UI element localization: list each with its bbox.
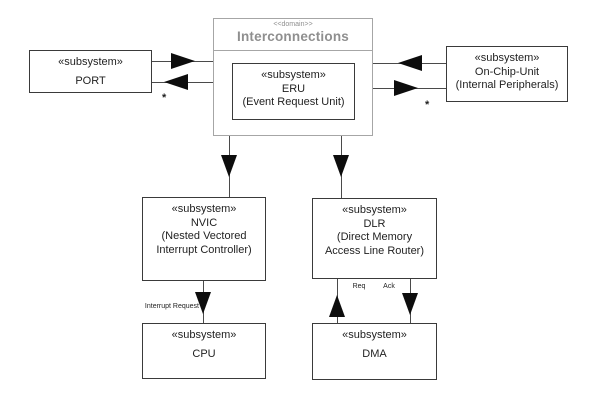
arrowhead-nvic-to-cpu-icon [195, 292, 211, 314]
node-port[interactable]: «subsystem» PORT [29, 50, 152, 93]
node-eru[interactable]: «subsystem» ERU (Event Request Unit) [232, 63, 355, 120]
node-name: DLR [363, 217, 386, 230]
node-detail-line: (Event Request Unit) [242, 96, 345, 108]
node-cpu[interactable]: «subsystem» CPU [142, 323, 266, 379]
node-stereotype: «subsystem» [171, 203, 237, 215]
node-name: CPU [192, 347, 216, 360]
node-name: ERU [281, 82, 306, 95]
node-name: PORT [75, 74, 106, 87]
node-name: DMA [362, 347, 387, 360]
node-stereotype: «subsystem» [474, 52, 540, 64]
arrowhead-interconnections-to-port-icon [164, 74, 188, 90]
label-ack: Ack [383, 283, 395, 290]
node-name: On-Chip-Unit [474, 65, 540, 78]
node-stereotype: «subsystem» [342, 329, 407, 341]
node-nvic[interactable]: «subsystem» NVIC (Nested Vectored Interr… [142, 197, 266, 281]
domain-title: Interconnections [237, 29, 349, 44]
arrowhead-onchip-to-interconnections-icon [398, 55, 422, 71]
arrowhead-interconnections-to-nvic-icon [221, 155, 237, 177]
node-detail-line: Access Line Router) [324, 244, 425, 257]
node-detail-line: (Direct Memory [336, 231, 413, 243]
node-on-chip-unit[interactable]: «subsystem» On-Chip-Unit (Internal Perip… [446, 46, 568, 102]
node-stereotype: «subsystem» [58, 56, 123, 68]
arrowhead-interconnections-to-onchip-icon [394, 80, 418, 96]
arrowhead-dlr-to-dma-ack-icon [402, 293, 418, 315]
node-detail-line: Interrupt Controller) [156, 243, 252, 256]
label-req: Req [352, 283, 366, 290]
arrowhead-port-to-interconnections-icon [171, 53, 195, 69]
node-stereotype: «subsystem» [261, 69, 326, 81]
arrowhead-dma-to-dlr-req-icon [329, 295, 345, 317]
multiplicity-star-onchip: * [425, 99, 430, 111]
multiplicity-star-port: * [162, 92, 167, 104]
node-detail-line: (Nested Vectored [161, 230, 247, 242]
node-dma[interactable]: «subsystem» DMA [312, 323, 437, 380]
arrowhead-interconnections-to-dlr-icon [333, 155, 349, 177]
domain-box-header: <<domain>> Interconnections [214, 19, 372, 51]
node-stereotype: «subsystem» [342, 204, 407, 216]
node-stereotype: «subsystem» [171, 329, 237, 341]
node-detail-line: (Internal Peripherals) [455, 79, 559, 91]
domain-stereotype-label: <<domain>> [273, 21, 313, 28]
label-interrupt-request: Interrupt Request [144, 303, 199, 310]
node-dlr[interactable]: «subsystem» DLR (Direct Memory Access Li… [312, 198, 437, 279]
node-name: NVIC [190, 216, 218, 229]
